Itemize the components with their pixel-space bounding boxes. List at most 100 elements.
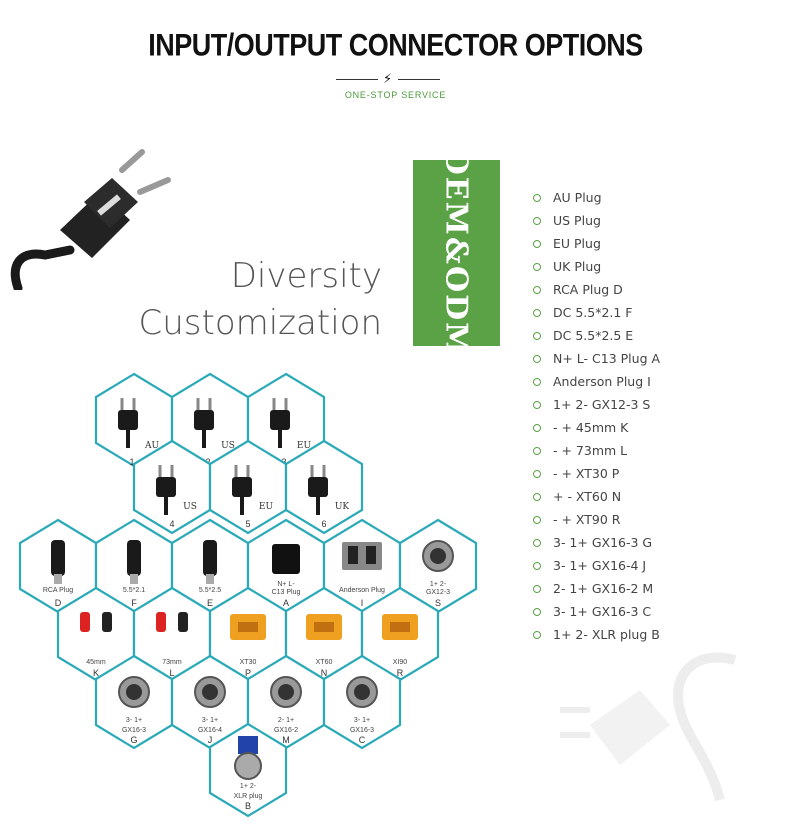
list-item: EU Plug	[533, 232, 660, 255]
list-item: 1+ 2- XLR plug B	[533, 623, 660, 646]
hex-code: L	[169, 668, 174, 678]
connector-icon	[346, 676, 378, 708]
list-item: 3- 1+ GX16-4 J	[533, 554, 660, 577]
option-label: 2- 1+ GX16-2 M	[553, 581, 654, 596]
connector-icon	[230, 614, 266, 640]
connector-icon	[118, 398, 138, 448]
circle-bullet-icon	[533, 515, 541, 524]
hex-code: D	[55, 598, 62, 608]
connector-icon	[342, 542, 382, 570]
connector-icon	[118, 676, 150, 708]
connector-icon	[156, 612, 188, 632]
list-item: DC 5.5*2.1 F	[533, 301, 660, 324]
list-item: US Plug	[533, 209, 660, 232]
connector-icon	[270, 398, 290, 448]
circle-bullet-icon	[533, 354, 541, 363]
hex-code: E	[207, 598, 213, 608]
hex-label: 73mm	[162, 659, 182, 666]
connector-icon	[156, 465, 176, 515]
hex-code: J	[208, 735, 213, 745]
option-label: - + 45mm K	[553, 420, 629, 435]
list-item: 3- 1+ GX16-3 C	[533, 600, 660, 623]
circle-bullet-icon	[533, 538, 541, 547]
circle-bullet-icon	[533, 630, 541, 639]
hex-label: RCA Plug	[43, 587, 73, 594]
list-item: 3- 1+ GX16-3 G	[533, 531, 660, 554]
title-divider-right	[398, 79, 440, 80]
connector-icon	[234, 736, 262, 780]
connector-option-list: AU Plug US Plug EU Plug UK Plug RCA Plug…	[533, 186, 660, 646]
option-label: DC 5.5*2.1 F	[553, 305, 633, 320]
option-label: 3- 1+ GX16-3 G	[553, 535, 653, 550]
circle-bullet-icon	[533, 607, 541, 616]
circle-bullet-icon	[533, 239, 541, 248]
hex-label: GX16-2	[274, 727, 298, 734]
hex-code: M	[282, 735, 290, 745]
hex-label: GX16-3	[122, 727, 146, 734]
option-label: 3- 1+ GX16-3 C	[553, 604, 652, 619]
hex-label: EU	[259, 502, 274, 512]
circle-bullet-icon	[533, 561, 541, 570]
hex-label: XI90	[393, 659, 408, 666]
list-item: - + 45mm K	[533, 416, 660, 439]
hex-label: UK	[335, 502, 350, 512]
circle-bullet-icon	[533, 377, 541, 386]
option-label: UK Plug	[553, 259, 602, 274]
hex-label: N+ L-	[277, 581, 295, 588]
connector-icon	[422, 540, 454, 572]
hex-label: 2- 1+	[278, 717, 294, 724]
hex-code: B	[245, 801, 251, 811]
circle-bullet-icon	[533, 400, 541, 409]
hex-code: I	[361, 598, 364, 608]
connector-icon	[306, 614, 342, 640]
circle-bullet-icon	[533, 216, 541, 225]
hex-label: US	[221, 441, 235, 451]
connector-icon	[194, 398, 214, 448]
hex-code: S	[435, 598, 441, 608]
option-label: RCA Plug D	[553, 282, 623, 297]
option-label: 1+ 2- XLR plug B	[553, 627, 660, 642]
circle-bullet-icon	[533, 308, 541, 317]
list-item: - + XT90 R	[533, 508, 660, 531]
hex-label: XT30	[240, 659, 257, 666]
connector-icon	[382, 614, 418, 640]
circle-bullet-icon	[533, 469, 541, 478]
option-label: EU Plug	[553, 236, 601, 251]
list-item: AU Plug	[533, 186, 660, 209]
circle-bullet-icon	[533, 193, 541, 202]
connector-icon	[127, 540, 141, 584]
hex-label: XLR plug	[234, 793, 263, 800]
hex-label: AU	[144, 441, 159, 451]
hex-code: N	[321, 668, 328, 678]
hex-label: 45mm	[86, 659, 106, 666]
plug-illustration	[10, 149, 171, 290]
hex-label: 1+ 2-	[240, 783, 257, 790]
hex-label: 1+ 2-	[430, 581, 447, 588]
power-plug-icon	[560, 652, 737, 802]
hex-label: GX16-3	[350, 727, 374, 734]
option-label: - + XT30 P	[553, 466, 620, 481]
option-label: N+ L- C13 Plug A	[553, 351, 661, 366]
list-item: 2- 1+ GX16-2 M	[533, 577, 660, 600]
title-divider-left	[336, 79, 378, 80]
page-title: INPUT/OUTPUT CONNECTOR OPTIONS	[148, 27, 643, 63]
hex-label: EU	[297, 441, 312, 451]
connector-icon	[270, 676, 302, 708]
option-label: - + XT90 R	[553, 512, 621, 527]
list-item: N+ L- C13 Plug A	[533, 347, 660, 370]
hex-code: C	[359, 735, 366, 745]
connector-icon	[51, 540, 65, 584]
oem-badge	[413, 160, 500, 346]
hex-label: 3- 1+	[354, 717, 370, 724]
connector-icon	[272, 544, 300, 574]
option-label: Anderson Plug I	[553, 374, 651, 389]
hex-label: 5.5*2.1	[123, 587, 145, 594]
option-label: AU Plug	[553, 190, 602, 205]
option-label: - + 73mm L	[553, 443, 628, 458]
connector-icon	[194, 676, 226, 708]
option-label: US Plug	[553, 213, 601, 228]
connector-icon	[203, 540, 217, 584]
list-item: + - XT60 N	[533, 485, 660, 508]
hex-code: P	[245, 668, 251, 678]
